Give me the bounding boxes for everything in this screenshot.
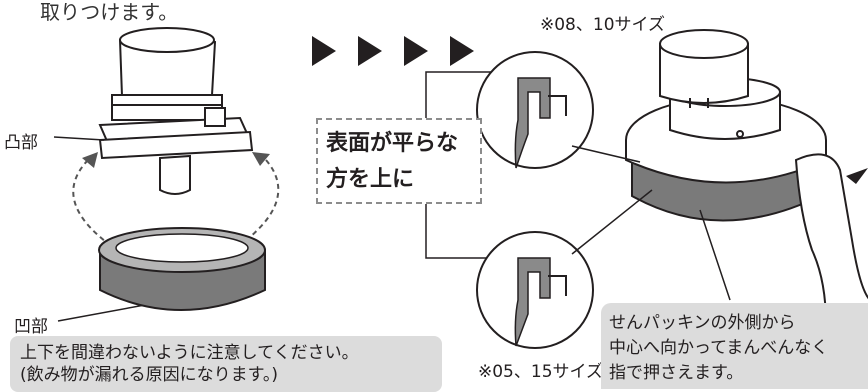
flip-arrows (72, 159, 280, 246)
callout-line-2: 方を上に (326, 167, 415, 192)
size-label-bottom: ※05、15サイズ (478, 362, 603, 382)
caution-line-2: (飲み物が漏れる原因になります。) (20, 365, 279, 385)
instruction-note: せんパッキンの外側から 中心へ向かってまんべんなく 指で押さえます。 (601, 303, 868, 389)
concave-label: 凹部 (14, 317, 48, 337)
arrowhead-left (82, 152, 98, 168)
instruction-line-2: 中心へ向かってまんべんなく (609, 338, 829, 358)
caution-note: 上下を間違わないように注意してください。 (飲み物が漏れる原因になります。) (10, 336, 442, 392)
stopper-body (98, 27, 254, 195)
callout-connectors (425, 71, 500, 259)
detail-top (476, 51, 594, 169)
detail-bottom (476, 231, 594, 349)
convex-label: 凸部 (4, 133, 38, 153)
caution-line-1: 上下を間違わないように注意してください。 (20, 343, 359, 363)
size-label-top: ※08、10サイズ (540, 15, 665, 35)
progress-arrows (312, 36, 474, 66)
flat-side-callout: 表面が平らな 方を上に (316, 118, 482, 204)
detail-pointers (571, 145, 731, 301)
instruction-line-1: せんパッキンの外側から (609, 313, 796, 333)
instruction-line-3: 指で押さえます。 (609, 363, 744, 383)
header-text: 取りつけます。 (40, 0, 179, 24)
convex-pointer (53, 136, 105, 141)
callout-line-1: 表面が平らな (326, 131, 459, 156)
press-arrow (846, 168, 868, 184)
assembled-stopper (625, 29, 827, 222)
gasket-ring (98, 227, 266, 311)
arrowhead-right (252, 152, 270, 166)
illustration (53, 27, 868, 383)
